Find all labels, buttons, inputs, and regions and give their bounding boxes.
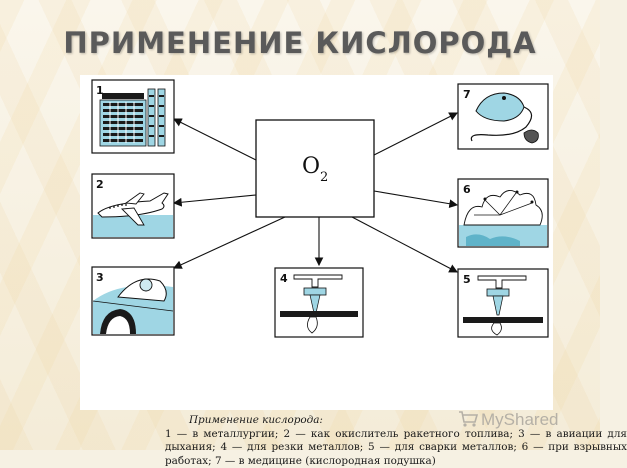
panel-2-number: 2 <box>96 178 104 191</box>
arrow-to-panel-1 <box>174 119 256 160</box>
arrow-to-panel-2 <box>174 195 256 203</box>
arrow-to-panel-3 <box>174 217 285 268</box>
cart-icon <box>458 410 478 428</box>
center-label: O <box>302 154 320 179</box>
panel-7: 7 <box>458 84 548 149</box>
arrow-to-panel-6 <box>374 191 457 205</box>
panel-6-number: 6 <box>463 183 471 196</box>
diagram-svg: O 2 1 <box>80 75 553 410</box>
panel-4: 4 <box>275 268 363 337</box>
panel-1: 1 <box>92 80 174 153</box>
panel-3: 3 <box>92 267 174 335</box>
factory-icon <box>100 89 165 146</box>
arrow-to-panel-5 <box>352 217 457 272</box>
arrow-to-panel-7 <box>374 113 457 155</box>
panel-6: 6 <box>458 179 548 247</box>
panel-7-number: 7 <box>463 88 471 101</box>
panel-5: 5 <box>458 269 548 337</box>
watermark: MyShared <box>455 408 585 430</box>
center-o2-box: O 2 <box>256 120 374 217</box>
center-subscript: 2 <box>320 170 328 185</box>
caption-body: 1 — в металлургии; 2 — как окислитель ра… <box>165 428 627 468</box>
panel-5-number: 5 <box>463 273 471 286</box>
watermark-text: MyShared <box>481 410 558 430</box>
slide-title: ПРИМЕНЕНИЕ КИСЛОРОДА <box>0 26 600 60</box>
panel-4-number: 4 <box>280 272 288 285</box>
oxygen-uses-diagram: O 2 1 <box>80 75 553 410</box>
panel-2: 2 <box>92 174 174 238</box>
panel-3-number: 3 <box>96 271 104 284</box>
